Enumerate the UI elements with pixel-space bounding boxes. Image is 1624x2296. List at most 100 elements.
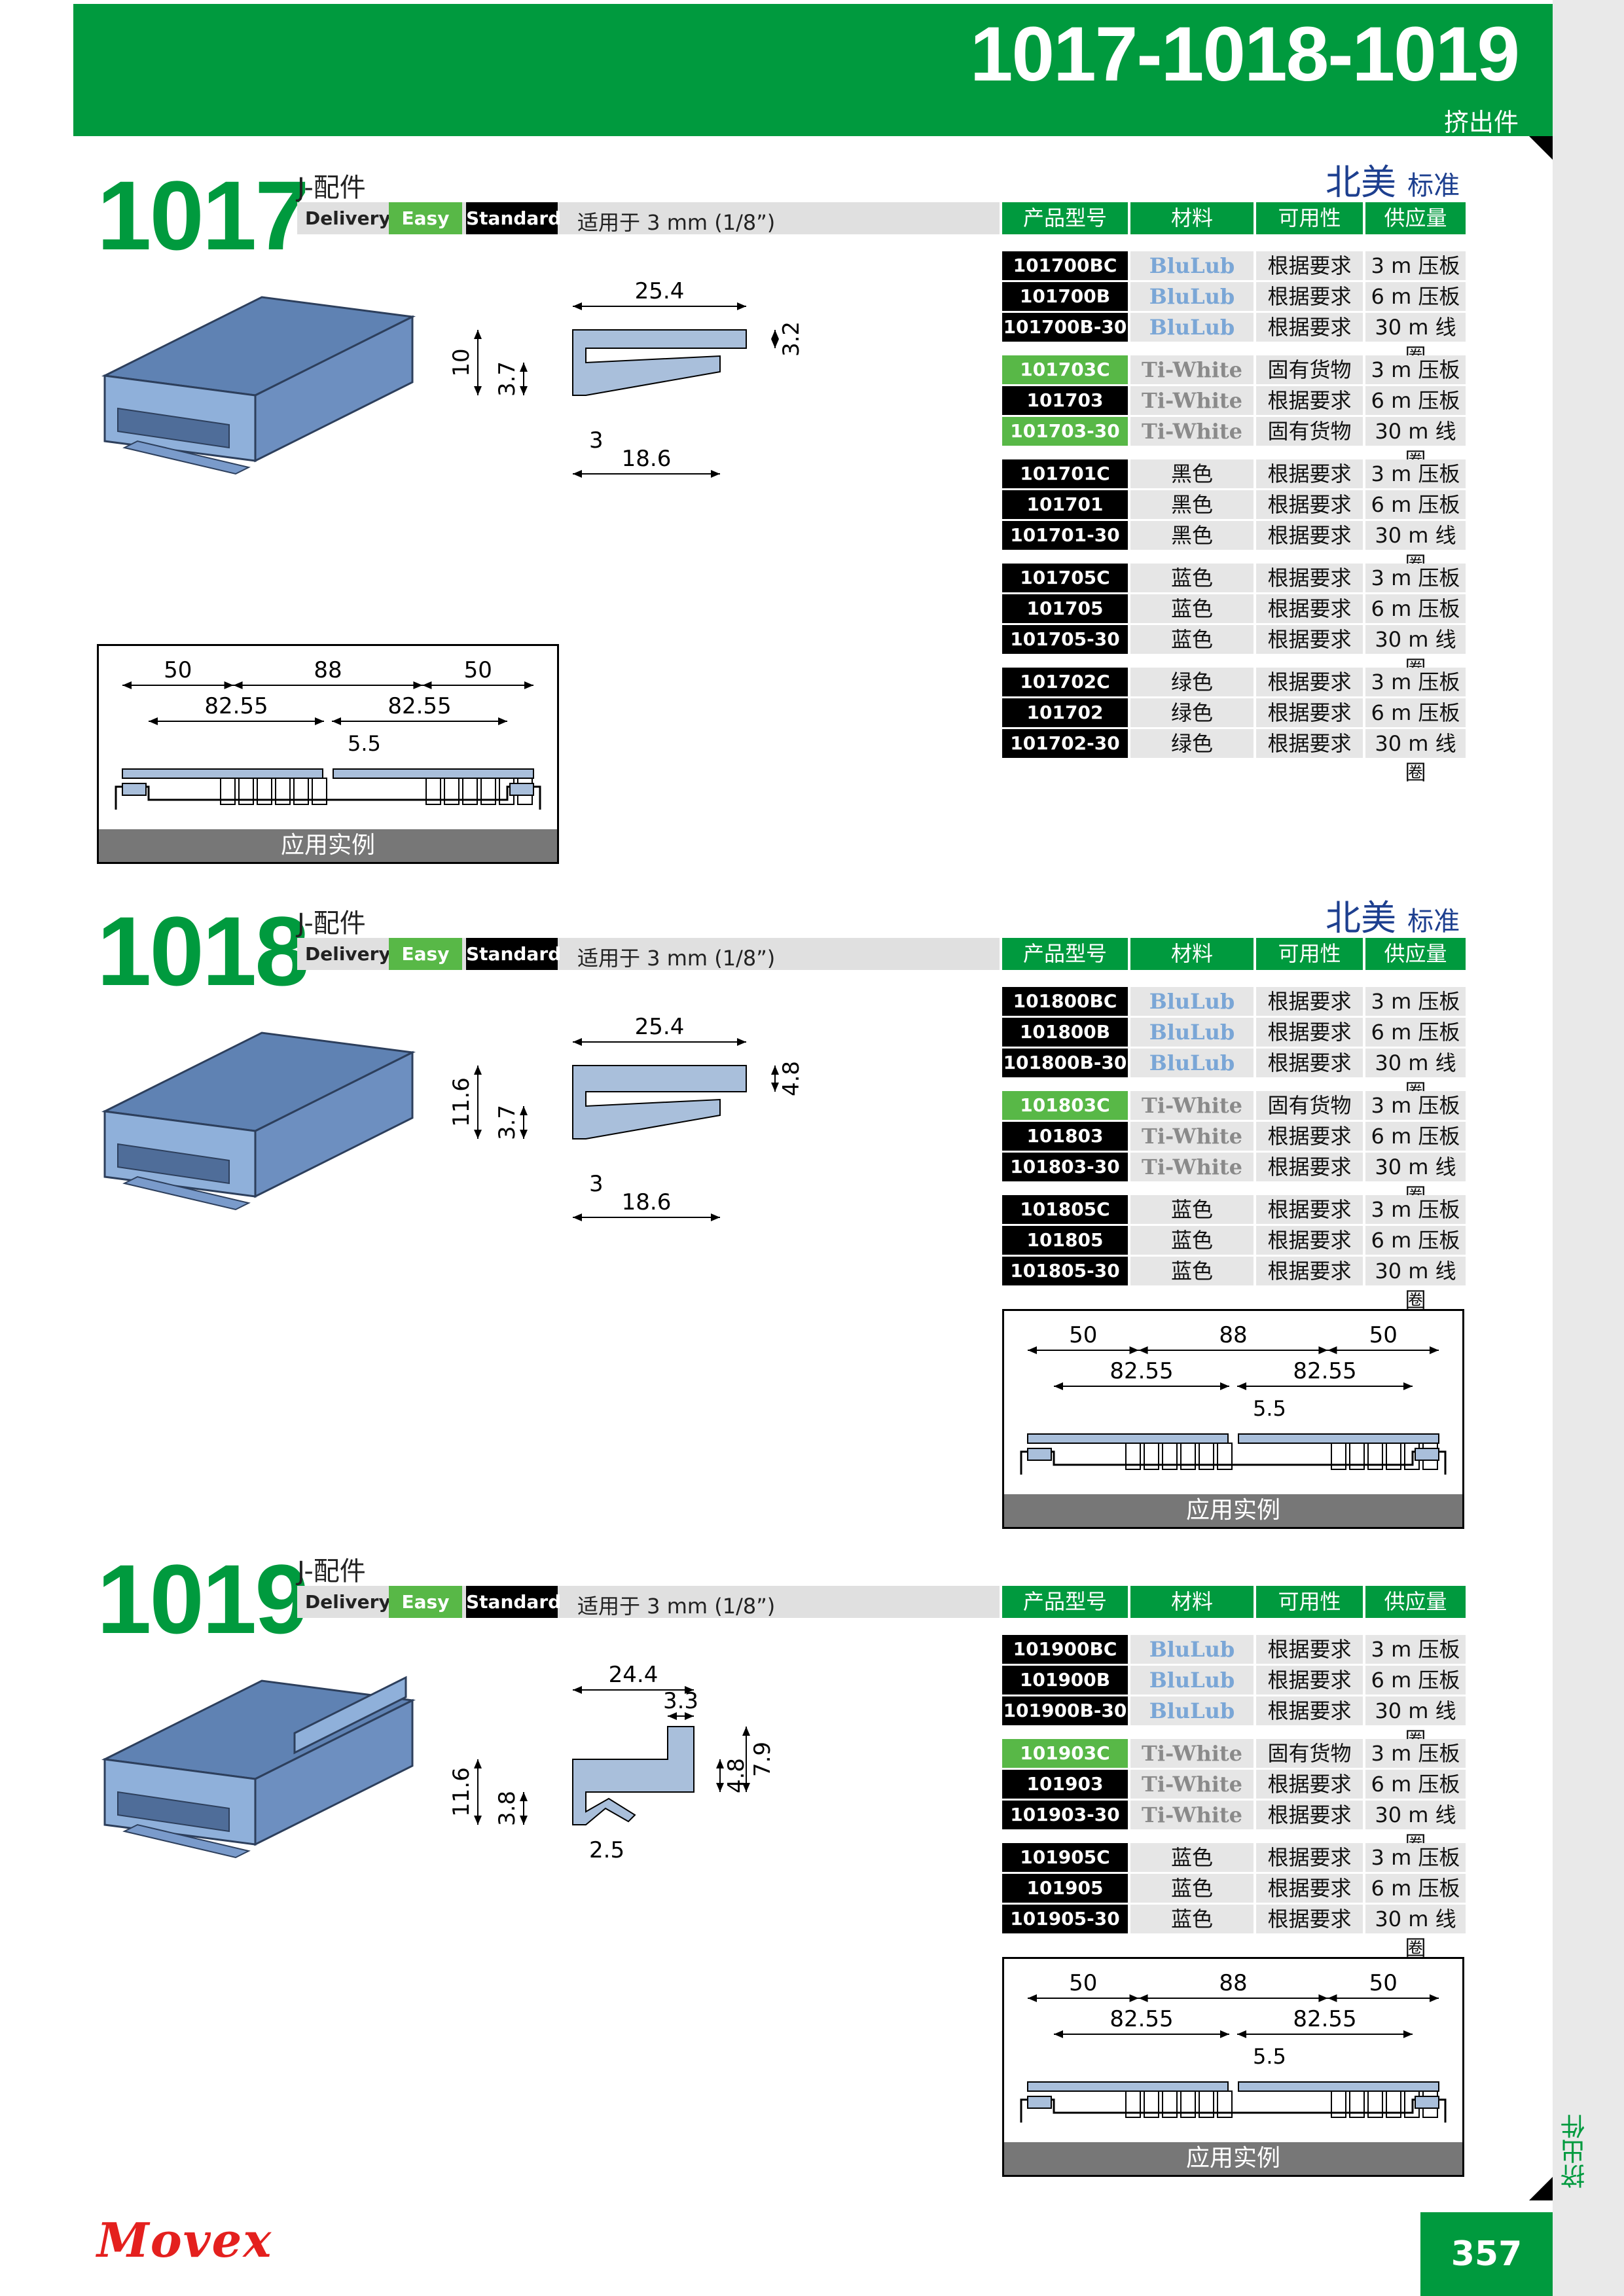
material-cell: BluLub [1130,1018,1254,1047]
supply-cell: 30 m 线圈 [1365,1801,1466,1856]
dim-gap-label: 3.7 [494,361,520,397]
supply-cell: 30 m 线圈 [1365,1153,1466,1208]
dim-app-5-arrow-r [1403,1382,1413,1390]
standard-badge: Standard [466,1586,561,1618]
material-cell: Ti-White [1130,355,1254,384]
delivery-label: Delivery: [305,943,398,965]
table-header-cell: 材料 [1130,938,1254,970]
material-cell: 蓝色 [1130,1226,1254,1255]
dim-top-arrow-t [771,1066,779,1075]
dim-height-arrow-t [474,1759,482,1768]
chain-strip-left [1027,2081,1229,2092]
dim-app-5-arrow-r [498,717,507,725]
product-code: 101903C [1002,1739,1128,1768]
dim-app-3-arrow-l [1327,1994,1337,2002]
j-profile-shape [572,329,747,396]
region-suffix: 标准 [1407,906,1460,937]
dim-app-1-arrow-l [122,681,132,689]
product-code: 101800B-30 [1002,1049,1128,1077]
chain-link [1125,2090,1141,2118]
material-cell: Ti-White [1130,1122,1254,1151]
j-fitting-right [509,783,534,796]
supply-cell: 30 m 线圈 [1365,313,1466,368]
chain-link [1144,1443,1159,1470]
availability-cell: 根据要求 [1256,1905,1363,1933]
product-code: 101702 [1002,698,1128,727]
dim-outer-arrow-b [742,1783,750,1792]
easy-badge: Easy [389,1586,462,1618]
dim-width-arrow-r [737,302,746,310]
material-cell: 蓝色 [1130,1257,1254,1285]
chain-link [480,778,496,805]
table-header-cell: 产品型号 [1002,202,1128,234]
material-cell: BluLub [1130,1049,1254,1077]
product-code: 101800BC [1002,987,1128,1016]
dim-app-3-arrow-l [422,681,432,689]
product-code: 101905 [1002,1874,1128,1903]
section-subtitle: J-配件 [297,1556,366,1587]
supply-cell: 30 m 线圈 [1365,1257,1466,1312]
isometric-drawing [101,296,416,475]
product-code: 101705 [1002,594,1128,623]
dim-top-arrow-b [771,1083,779,1092]
dim-app-1-arrow-l [1028,1346,1037,1354]
j-profile-shape [572,1726,695,1825]
dim-app-4-arrow-l [1054,1382,1063,1390]
dim-outer-label: 7.9 [749,1742,776,1777]
profile-slot [117,1791,230,1833]
dim-app-4-arrow-r [315,717,324,725]
page-number: 357 [1451,2234,1523,2274]
supply-cell: 3 m 压板 [1365,1195,1466,1224]
region-standard: 北美 标准 [1326,153,1460,205]
profile-side-face [254,1050,414,1198]
isometric-drawing [101,1676,416,1859]
product-code: 101900BC [1002,1635,1128,1664]
dim-app-3-arrow-l [1327,1346,1337,1354]
dim-app-1-arrow-r [1129,1994,1139,2002]
dim-app-6-label: 5.5 [348,731,381,756]
dim-app-1-arrow-r [1129,1346,1139,1354]
supply-cell: 3 m 压板 [1365,355,1466,384]
j-fitting-right [1415,1448,1439,1461]
product-code: 101803C [1002,1091,1128,1120]
availability-cell: 根据要求 [1256,282,1363,311]
product-code: 101705-30 [1002,625,1128,654]
dim-step-arrow-l [668,1712,677,1720]
chain-strip-right [1238,2081,1439,2092]
availability-cell: 根据要求 [1256,594,1363,623]
availability-cell: 根据要求 [1256,729,1363,758]
dim-app-3-arrow-r [1430,1346,1439,1354]
application-caption: 应用实例 [1004,2142,1462,2175]
availability-cell: 根据要求 [1256,564,1363,592]
dim-gap-arrow-b [520,386,528,395]
dim-app-2-label: 88 [1219,1322,1247,1348]
section-number: 1019 [97,1544,310,1654]
dim-app-1-label: 50 [1069,1322,1097,1348]
dim-step-label: 3.3 [663,1688,698,1714]
application-caption: 应用实例 [1004,1494,1462,1527]
dim-app-4-label: 82.55 [1110,2006,1173,2032]
product-code: 101800B [1002,1018,1128,1047]
dim-app-4-arrow-r [1220,1382,1229,1390]
dim-height-label: 10 [452,348,475,376]
standard-badge: Standard [466,938,561,970]
product-code: 101703 [1002,386,1128,415]
availability-cell: 根据要求 [1256,1874,1363,1903]
product-code: 101702C [1002,668,1128,696]
material-cell: 蓝色 [1130,625,1254,654]
dim-app-5-arrow-r [1403,2030,1413,2038]
chain-link [293,778,309,805]
region-standard: 北美 标准 [1326,889,1460,941]
dim-width-label: 25.4 [635,278,685,304]
chain-link [1367,1443,1383,1470]
dim-app-2-arrow-l [233,681,243,689]
product-code: 101903-30 [1002,1801,1128,1829]
profile-lip [122,1823,251,1859]
dim-top-arrow-t [771,330,779,339]
dim-outer-arrow-t [742,1727,750,1736]
